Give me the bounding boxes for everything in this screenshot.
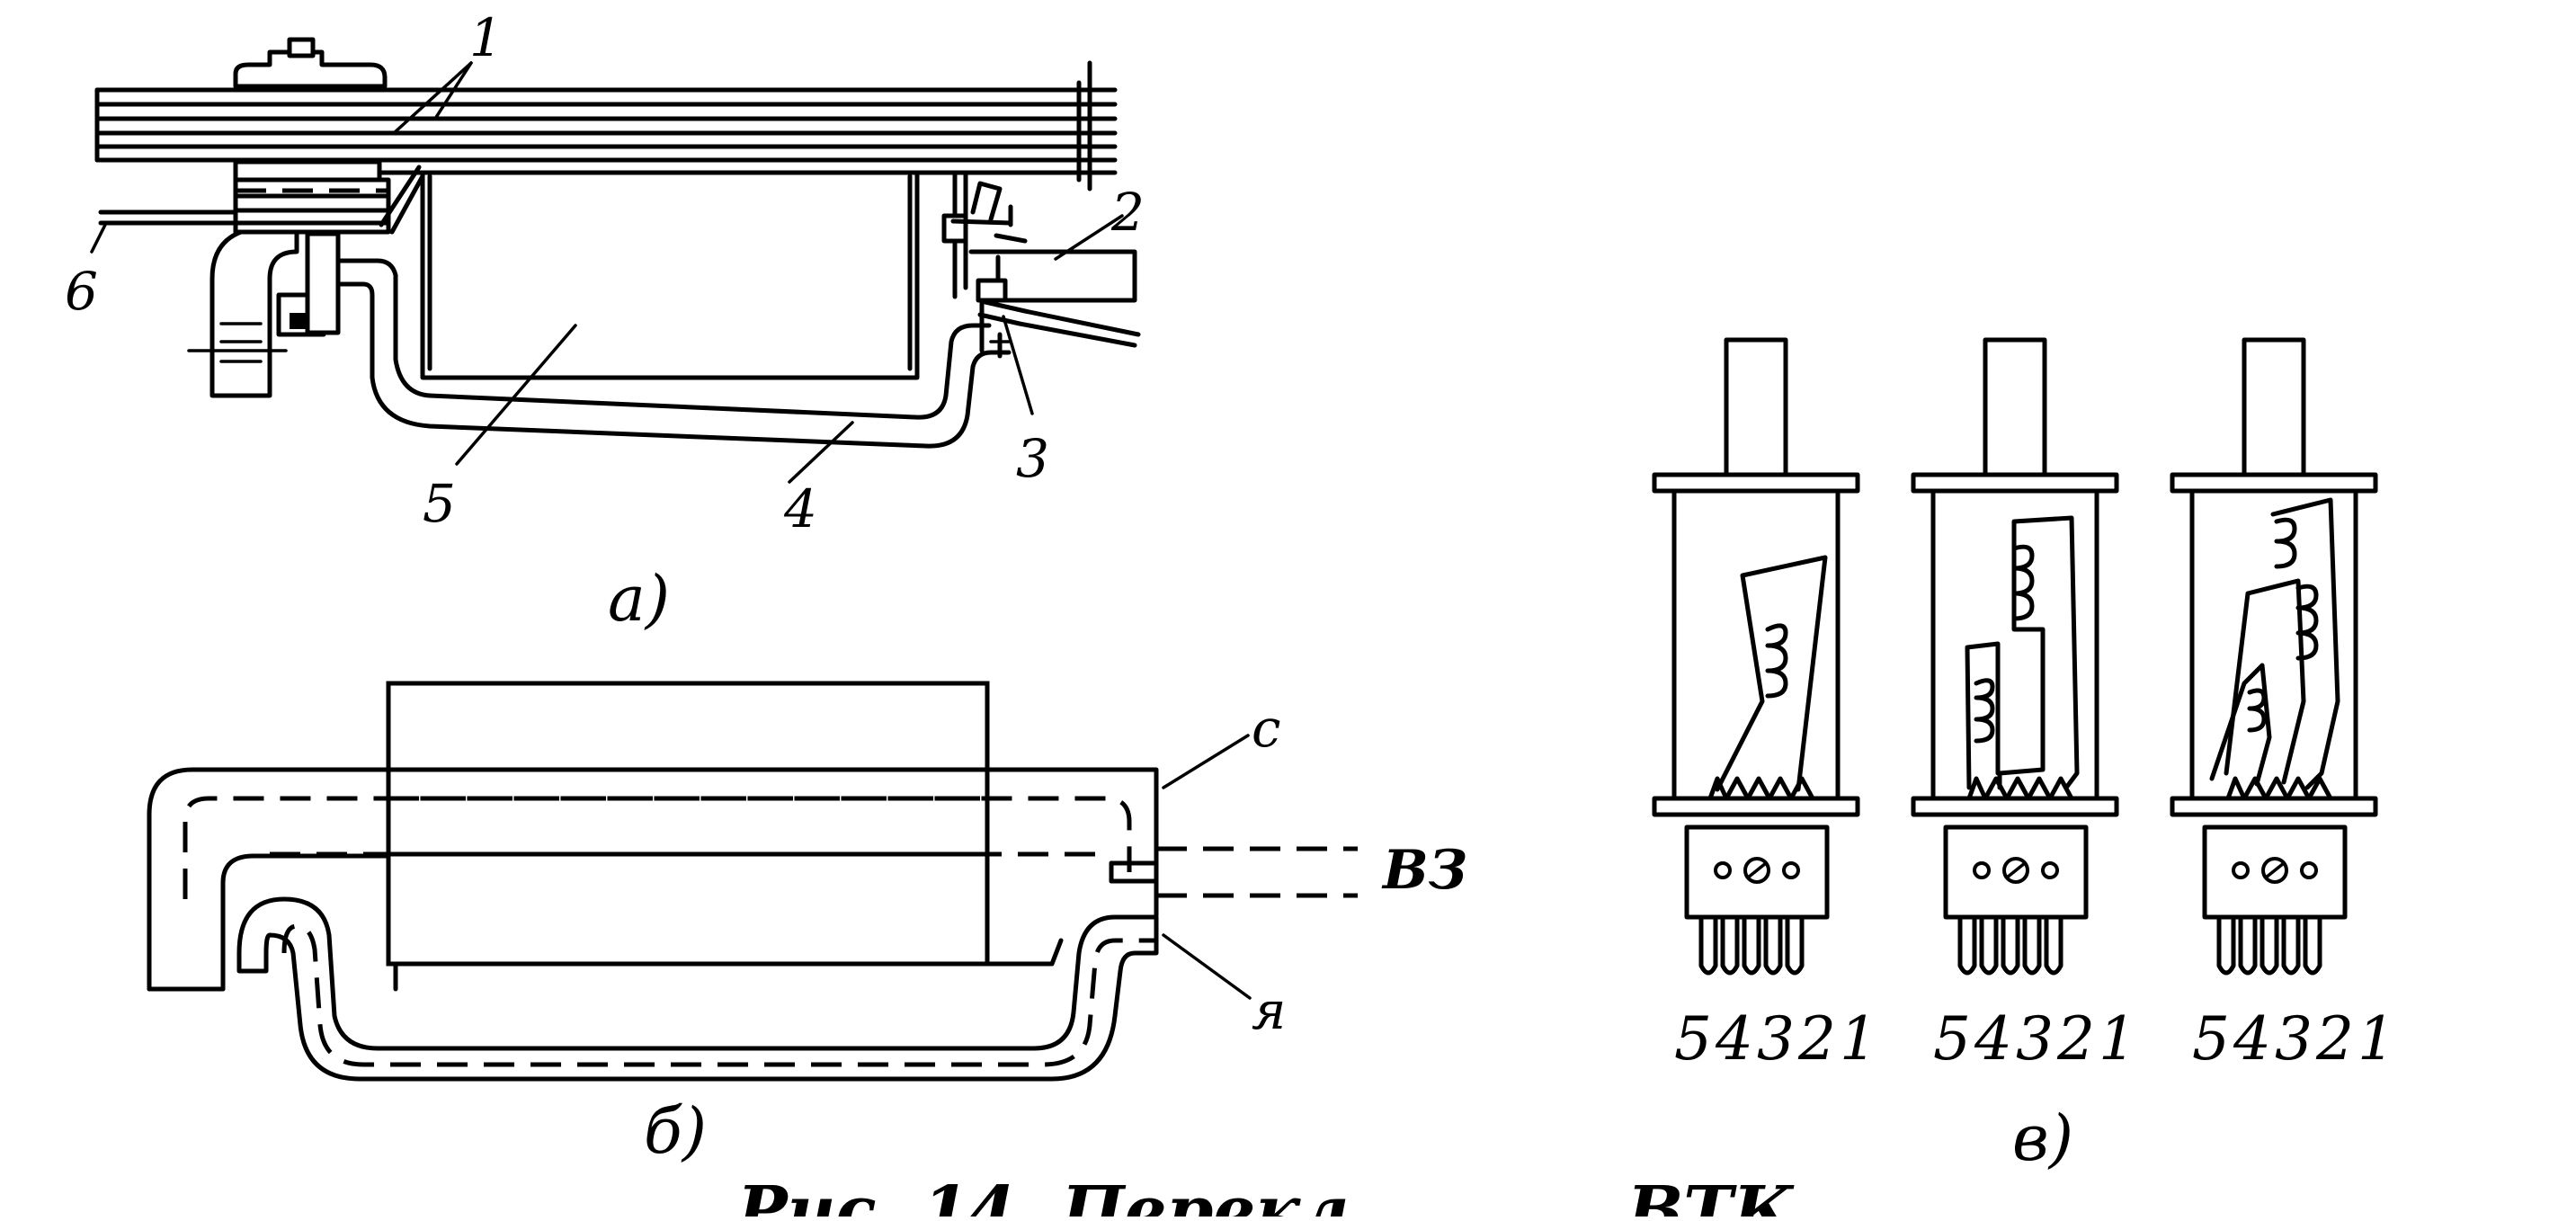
panel-v-drawing: 54321 54321 [1652,337,2399,1175]
panel-b-drawing: с ВЗ я б) [147,681,1467,1168]
core-block-5 [379,165,920,380]
label-ya: я [1252,980,1286,1041]
panel-b-caption: б) [644,1094,707,1168]
switch-variant-1: 54321 [1652,337,1881,1074]
callout-6: 6 [65,261,98,322]
switch-variant-2: 54321 [1911,337,2140,1074]
callout-4: 4 [783,478,817,539]
label-v3: ВЗ [1381,839,1467,902]
callout-5: 5 [423,473,456,534]
label-s: с [1252,698,1280,759]
callout-2: 2 [1110,182,1145,243]
switch-variant-3: 54321 [2170,337,2399,1074]
figure-caption: Рис. 14. Перекл... ... ... ВТК... [735,1172,1863,1217]
callout-1: 1 [469,7,503,68]
panel-a-drawing: 1 2 3 4 5 6 а) [65,7,1145,636]
switch-hub [233,37,391,235]
callout-3: 3 [1016,428,1049,489]
left-mount-leg [187,229,341,398]
panel-a-leaders [90,61,1124,484]
yoke-bracket-4 [335,258,1012,449]
panel-v-caption: в) [2012,1101,2073,1175]
pin-numbers-2: 54321 [1933,1004,2140,1074]
contact-mechanism [941,170,1141,359]
panel-a-caption: а) [608,562,670,636]
pin-numbers-1: 54321 [1674,1004,1881,1074]
figure-caption-cutoff: Рис. 14. Перекл... ... ... ВТК... [735,1172,1863,1221]
pin-numbers-3: 54321 [2192,1004,2399,1074]
